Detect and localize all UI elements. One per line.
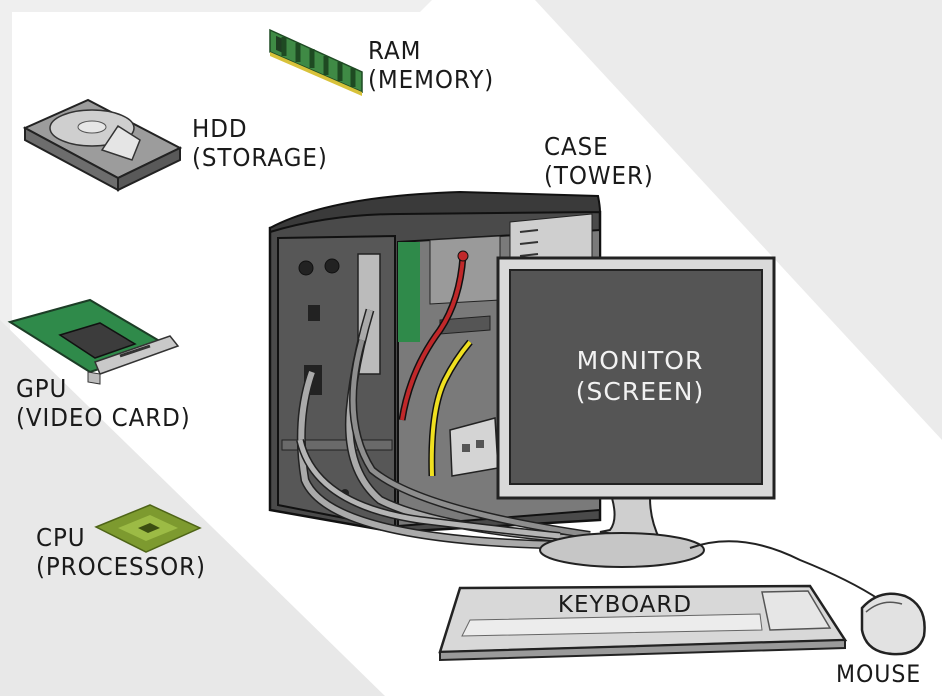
mouse-icon	[860, 592, 926, 656]
mouse-label: MOUSE	[836, 660, 922, 688]
keyboard-icon	[438, 584, 848, 662]
monitor-icon	[496, 256, 776, 568]
ram-label: RAM (MEMORY)	[368, 36, 494, 94]
cpu-label: CPU (PROCESSOR)	[36, 523, 206, 581]
background-panel-left	[0, 320, 385, 696]
ram-label-line2: (MEMORY)	[368, 65, 495, 94]
case-label-line2: (TOWER)	[544, 161, 654, 190]
ram-module-icon	[269, 28, 363, 96]
processor-chip-icon	[94, 504, 202, 553]
cpu-label-line1: CPU	[36, 523, 86, 552]
background-panel-right	[535, 0, 942, 440]
case-label-line1: CASE	[544, 132, 609, 161]
monitor-label: MONITOR (SCREEN)	[515, 345, 765, 407]
gpu-label: GPU (VIDEO CARD)	[16, 374, 191, 432]
hdd-label-line2: (STORAGE)	[192, 143, 328, 172]
hdd-label-line1: HDD	[192, 114, 248, 143]
monitor-label-line2: (SCREEN)	[575, 377, 705, 406]
keyboard-label: KEYBOARD	[557, 592, 693, 618]
gpu-label-line1: GPU	[16, 374, 68, 403]
monitor-label-line1: MONITOR	[576, 346, 704, 375]
case-label: CASE (TOWER)	[544, 132, 654, 190]
cpu-label-line2: (PROCESSOR)	[36, 552, 206, 581]
hdd-label: HDD (STORAGE)	[192, 114, 328, 172]
hard-drive-icon	[22, 98, 183, 192]
mouse-cable	[689, 540, 881, 601]
ram-label-line1: RAM	[368, 36, 422, 65]
gpu-label-line2: (VIDEO CARD)	[16, 403, 191, 432]
video-card-icon	[7, 298, 180, 385]
